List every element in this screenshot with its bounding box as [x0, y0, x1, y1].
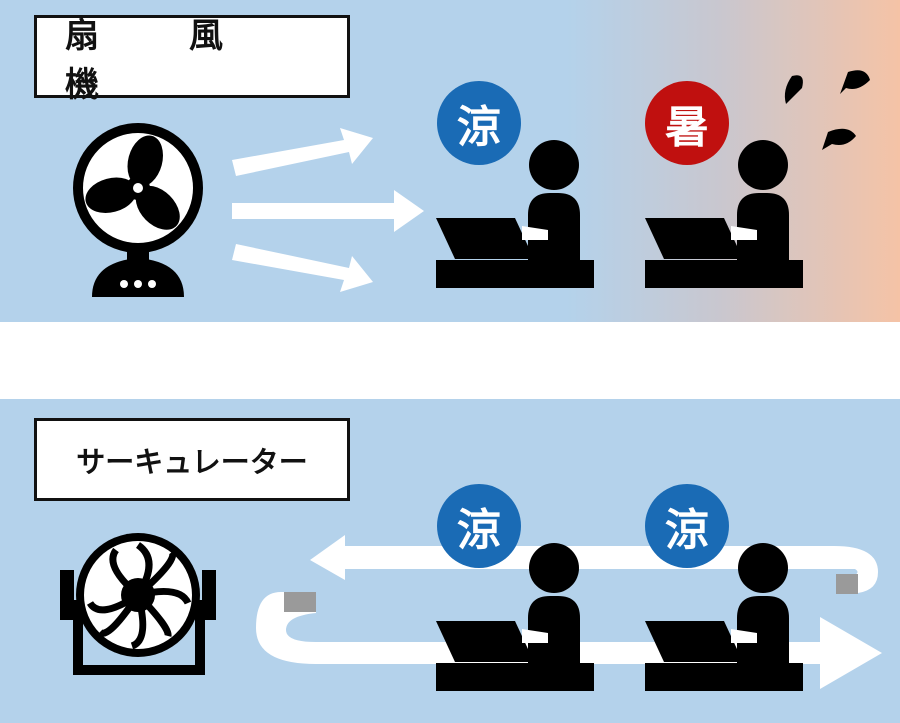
desk-fan-icon — [73, 123, 203, 297]
fan-title: 扇 風 機 — [34, 15, 350, 105]
sweat-drop-icon — [784, 70, 870, 150]
airflow-arrow-icon — [232, 128, 424, 292]
person-at-laptop-icon — [436, 543, 594, 691]
circulator-icon — [60, 533, 216, 675]
hot-badge: 暑 — [645, 81, 729, 165]
person-at-laptop-icon — [436, 140, 594, 288]
person-at-laptop-icon — [645, 140, 803, 288]
circulator-title: サーキュレーター — [34, 418, 350, 501]
person-at-laptop-icon — [645, 543, 803, 691]
cool-badge: 涼 — [645, 484, 729, 568]
cool-badge: 涼 — [437, 81, 521, 165]
cool-badge: 涼 — [437, 484, 521, 568]
